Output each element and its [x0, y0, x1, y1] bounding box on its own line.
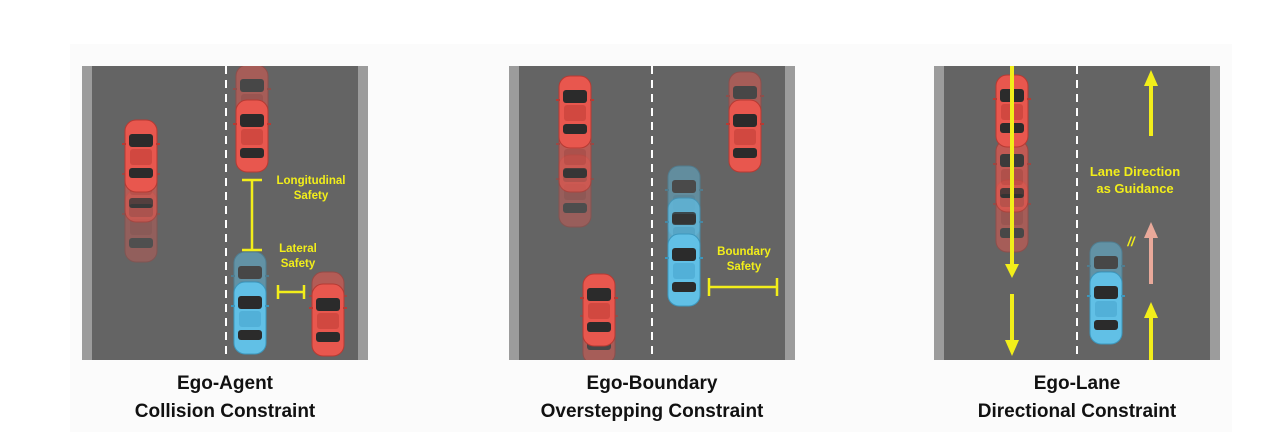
- ego-agent-road-scene: Longitudinal Safety Lateral Safety: [82, 66, 368, 360]
- ego-car: [1086, 271, 1126, 345]
- lateral-safety-label-2: Safety: [281, 258, 316, 270]
- ego-car: [664, 233, 704, 307]
- ego-lane-panel: Lane Direction as Guidance //: [934, 66, 1220, 360]
- caption-title: Ego-Agent: [176, 373, 274, 394]
- agent-car-trail-front: [232, 66, 272, 173]
- ego-car: [230, 281, 270, 355]
- longitudinal-safety-label-2: Safety: [294, 190, 329, 202]
- longitudinal-safety-marker: [242, 178, 262, 252]
- ego-car-trail: [1086, 241, 1126, 345]
- left-shoulder: [82, 66, 92, 360]
- agent-car-trail-right: [725, 71, 765, 173]
- left-shoulder: [934, 66, 944, 360]
- caption-subtitle: Collision Constraint: [134, 401, 316, 422]
- ego-boundary-road-scene: Boundary Safety: [509, 66, 795, 360]
- agent-car: [121, 119, 161, 193]
- agent-car: [579, 273, 619, 347]
- longitudinal-safety-label: Longitudinal: [277, 175, 346, 187]
- agent-car: [232, 99, 272, 173]
- lane-direction-arrow-up-bottom: [1144, 302, 1158, 360]
- right-shoulder: [785, 66, 795, 360]
- boundary-safety-label-2: Safety: [727, 261, 762, 273]
- caption-title: Ego-Boundary: [586, 373, 718, 394]
- boundary-safety-label: Boundary: [717, 246, 771, 258]
- agent-car-trail-left: [555, 75, 595, 228]
- lane-direction-arrow-down-top: [1005, 66, 1019, 278]
- lateral-safety-marker: [276, 285, 306, 299]
- lane-direction-arrow-up-top: [1144, 70, 1158, 136]
- ego-car-trail: [664, 165, 704, 307]
- lane-direction-label: Lane Direction: [1090, 164, 1180, 179]
- ego-agent-panel: Longitudinal Safety Lateral Safety: [82, 66, 368, 360]
- lateral-safety-label: Lateral: [279, 243, 317, 255]
- ego-agent-caption: Ego-Agent Collision Constraint: [75, 370, 375, 426]
- boundary-safety-marker: [707, 278, 779, 296]
- lane-direction-label-2: as Guidance: [1096, 181, 1173, 196]
- caption-subtitle: Overstepping Constraint: [540, 401, 764, 422]
- agent-car-trail-bottom: [579, 273, 619, 360]
- parallel-symbol: //: [1126, 234, 1136, 249]
- lane-direction-arrow-down-bottom: [1005, 294, 1019, 356]
- ego-lane-caption: Ego-Lane Directional Constraint: [927, 370, 1227, 426]
- ego-car-trail: [230, 251, 270, 355]
- guidance-arrow: [1144, 222, 1158, 284]
- left-shoulder: [509, 66, 519, 360]
- agent-car: [725, 99, 765, 173]
- ego-boundary-panel: Boundary Safety: [509, 66, 795, 360]
- caption-title: Ego-Lane: [1033, 373, 1121, 394]
- agent-car: [555, 75, 595, 149]
- right-shoulder: [1210, 66, 1220, 360]
- agent-car-trail-left: [121, 119, 161, 263]
- ego-boundary-caption: Ego-Boundary Overstepping Constraint: [502, 370, 802, 426]
- agent-car: [308, 283, 348, 357]
- ego-lane-road-scene: Lane Direction as Guidance //: [934, 66, 1220, 360]
- caption-subtitle: Directional Constraint: [977, 401, 1177, 422]
- right-shoulder: [358, 66, 368, 360]
- agent-car-trail-side: [308, 271, 348, 357]
